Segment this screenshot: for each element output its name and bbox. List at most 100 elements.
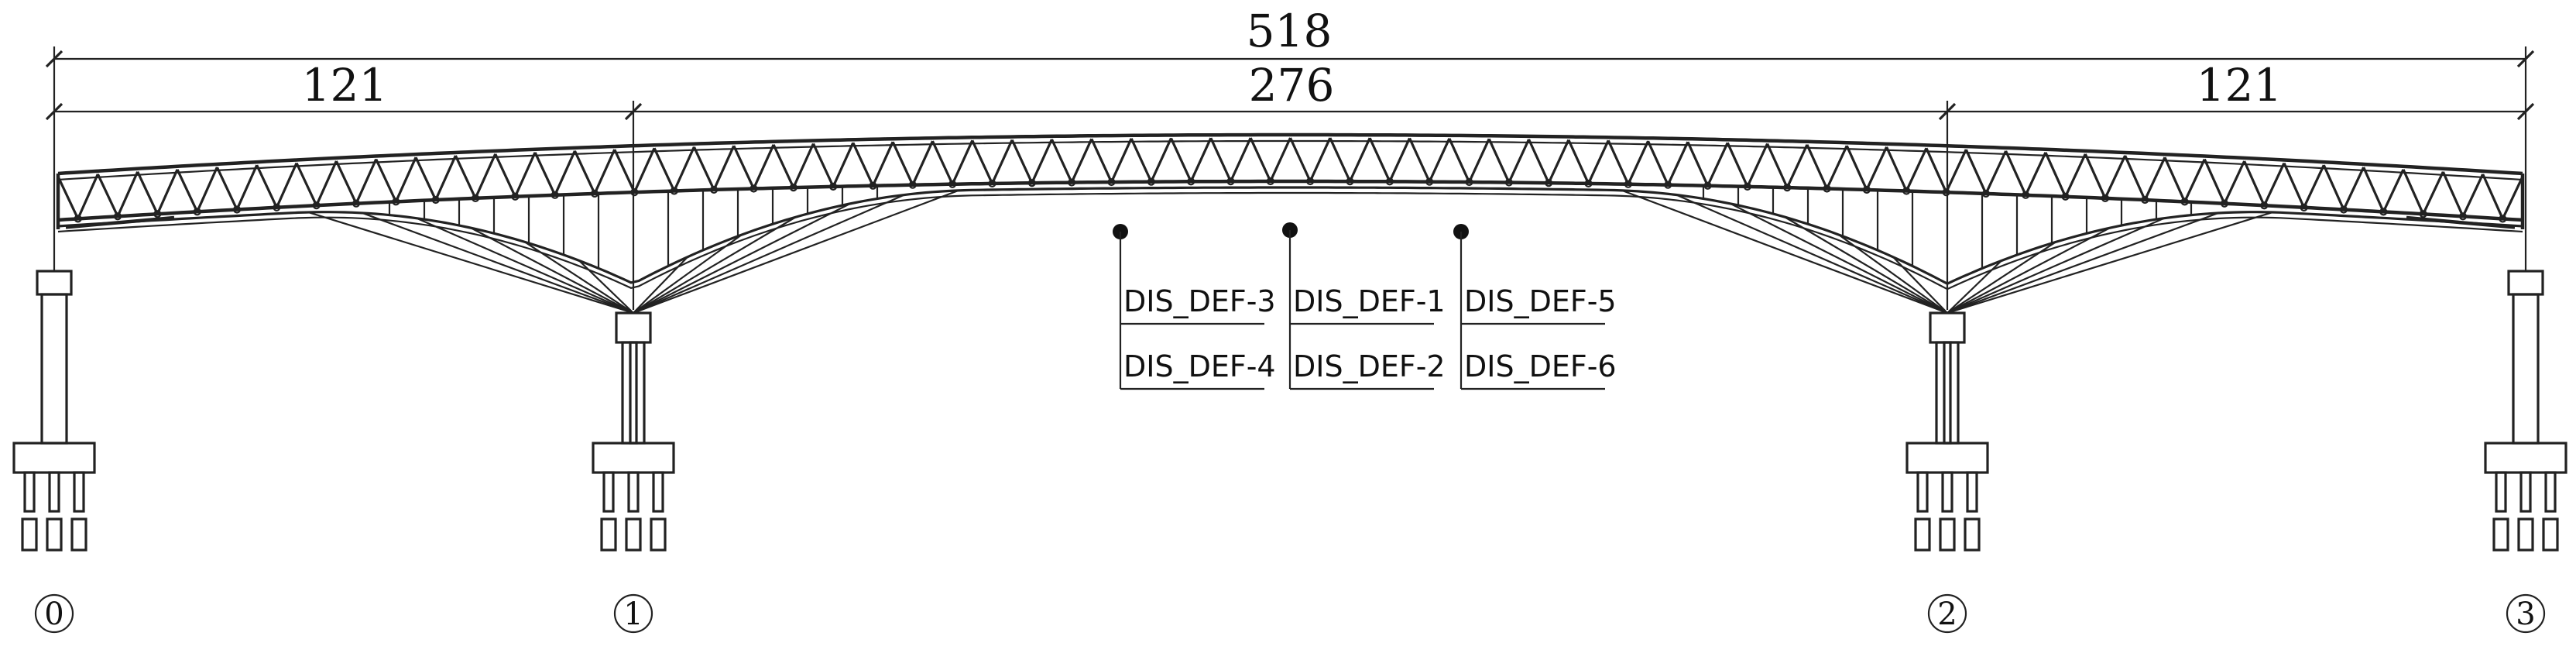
truss-diagonal — [196, 167, 218, 212]
truss-node — [1266, 177, 1274, 186]
truss-diagonal — [752, 144, 775, 190]
truss-node — [2101, 194, 2110, 202]
truss-node — [2220, 199, 2229, 208]
truss-node — [2061, 192, 2070, 201]
truss-diagonal — [96, 174, 119, 217]
truss-diagonal — [1289, 137, 1312, 182]
truss-diagonal — [1368, 137, 1391, 182]
truss-diagonal — [1528, 139, 1550, 184]
truss-diagonal — [375, 158, 397, 202]
truss-diagonal — [136, 171, 159, 215]
truss-diagonal — [712, 145, 736, 191]
truss-diagonal — [991, 139, 1014, 184]
fan-strut — [1947, 211, 2273, 315]
truss-diagonal — [1487, 138, 1511, 184]
fan-strut — [633, 256, 688, 314]
truss-node — [988, 179, 996, 188]
piers-group — [12, 270, 2567, 552]
truss-node — [511, 192, 520, 201]
truss-diagonal — [1209, 137, 1232, 182]
truss-diagonal — [1189, 137, 1213, 182]
pier-2-pile-tip — [1939, 517, 1956, 552]
truss-diagonal — [315, 160, 338, 206]
truss-diagonal — [2203, 158, 2226, 205]
pier-2-pile — [1916, 471, 1929, 513]
truss-diagonal — [2422, 171, 2444, 215]
pier-1-bearing — [615, 311, 652, 344]
pier-3-pile-tip — [2492, 517, 2509, 552]
truss-diagonal — [156, 169, 179, 215]
fan-strut — [1838, 234, 1948, 314]
pier-3-cap — [2507, 270, 2544, 296]
pier-3-pile — [2544, 471, 2557, 513]
dimension-total: 518 — [1247, 5, 1333, 57]
truss-node — [948, 180, 957, 188]
sensor-label-dis-def-3: DIS_DEF-3 — [1123, 284, 1276, 318]
truss-node — [829, 182, 838, 191]
truss-diagonal — [1309, 137, 1332, 182]
pier-2-column-core — [1943, 341, 1952, 445]
pier-1-pile — [602, 471, 615, 513]
truss-node — [1068, 178, 1076, 187]
fan-strut — [1947, 217, 2165, 315]
truss-node — [312, 201, 321, 210]
truss-diagonal — [1806, 144, 1829, 190]
truss-node — [392, 198, 400, 206]
truss-node — [1862, 185, 1871, 194]
truss-diagonal — [2104, 155, 2127, 199]
truss-diagonal — [554, 150, 576, 196]
truss-diagonal — [1826, 145, 1848, 190]
pier-0-pile-tip — [21, 517, 38, 552]
truss-diagonal — [1726, 142, 1749, 187]
fan-strut — [1621, 189, 1948, 315]
truss-diagonal — [871, 141, 894, 187]
fan-strut — [1892, 256, 1948, 314]
truss-node — [1743, 182, 1751, 191]
pier-0-pile-tip — [46, 517, 63, 552]
truss-node — [1346, 177, 1354, 186]
truss-diagonal — [1607, 139, 1630, 185]
truss-node — [670, 187, 678, 195]
fan-strut — [633, 234, 743, 314]
truss-diagonal — [1249, 137, 1272, 182]
truss-diagonal — [355, 158, 378, 205]
sensor-label-dis-def-2: DIS_DEF-2 — [1293, 349, 1446, 383]
truss-node — [153, 210, 162, 218]
truss-diagonal — [692, 146, 715, 191]
truss-diagonal — [891, 141, 914, 186]
truss-node — [2022, 191, 2030, 199]
pier-1-pile — [652, 471, 664, 513]
truss-node — [1823, 184, 1831, 193]
bottom-arch-inner — [57, 191, 2523, 291]
top-chord — [57, 132, 2523, 176]
truss-diagonal — [1925, 147, 1948, 193]
pier-0-column — [40, 293, 68, 445]
truss-node — [1545, 179, 1553, 187]
truss-diagonal — [2223, 160, 2246, 205]
truss-diagonal — [1945, 149, 1967, 193]
fan-strut — [1784, 216, 1948, 314]
truss-diagonal — [1408, 137, 1431, 183]
truss-diagonal — [454, 155, 477, 199]
truss-node — [630, 188, 639, 197]
truss-diagonal — [1508, 139, 1530, 184]
truss-diagonal — [1269, 137, 1291, 182]
pier-1-pile-cap — [592, 442, 675, 474]
truss-diagonal — [2163, 156, 2187, 203]
pier-2-pile — [1966, 471, 1978, 513]
pier-2-pile-tip — [1964, 517, 1981, 552]
fan-strut — [524, 241, 634, 314]
truss-diagonal — [1567, 139, 1590, 184]
truss-diagonal — [2402, 169, 2425, 215]
truss-node — [1425, 177, 1434, 186]
top-chord-inner — [57, 139, 2523, 181]
truss-node — [1147, 177, 1155, 186]
pier-0-pile — [73, 471, 85, 513]
truss-node — [2499, 215, 2507, 223]
truss-diagonal — [573, 150, 596, 194]
truss-node — [551, 191, 559, 199]
axis-label-1: 1 — [623, 597, 643, 632]
truss-diagonal — [832, 142, 855, 187]
truss-diagonal — [1686, 141, 1710, 187]
truss-node — [193, 208, 201, 216]
